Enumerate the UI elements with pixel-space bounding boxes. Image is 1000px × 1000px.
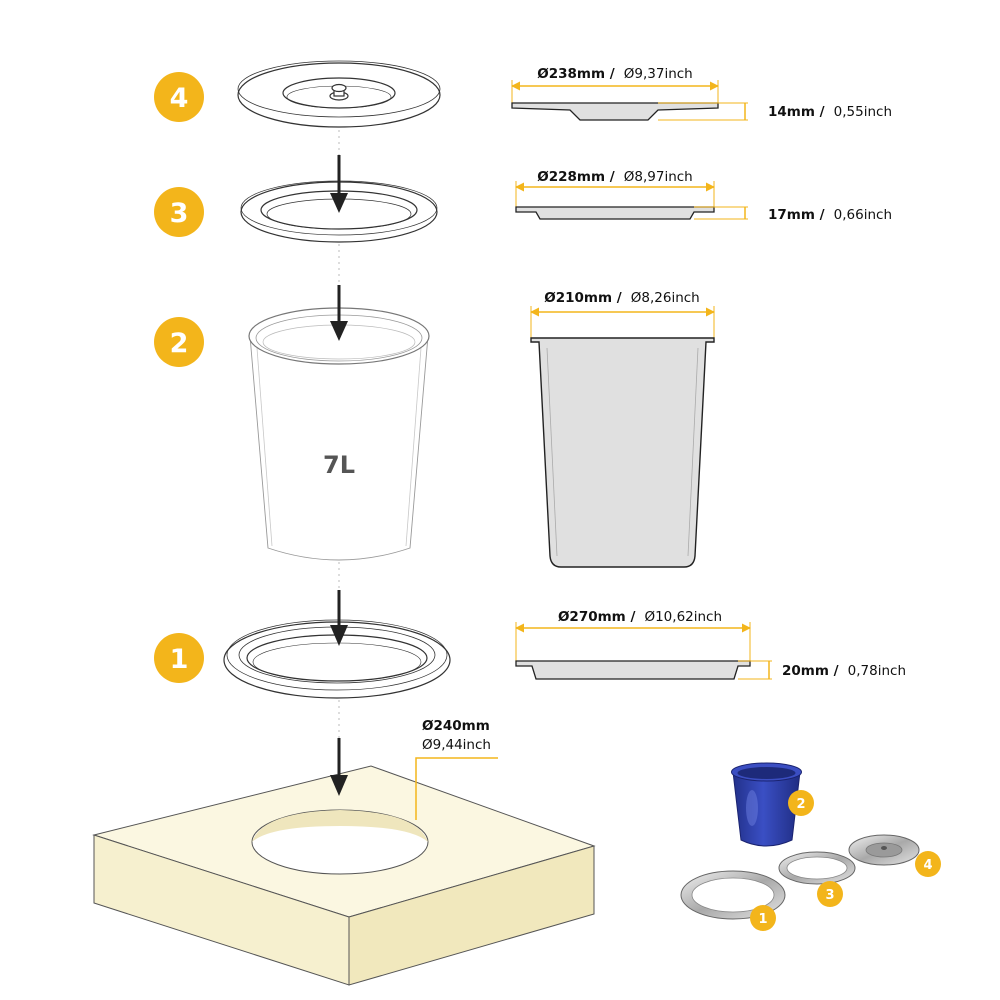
svg-text:2: 2 [796,797,805,812]
badge-4: 4 [154,72,204,122]
badge-1: 1 [154,633,204,683]
lid-image [848,834,920,866]
blue-bin-image [731,762,802,847]
ring-image [778,851,856,885]
bucket-diameter-label: Ø210mm / Ø8,26inch [544,287,700,306]
lid-drawing [237,60,441,128]
cutout-dimension: Ø240mm Ø9,44inch [415,718,498,820]
cutout-diameter-inch: Ø9,44inch [422,737,491,753]
lid-profile: Ø238mm / Ø9,37inch 14mm / 0,55inch [511,63,892,121]
capacity-label: 7L [323,451,355,479]
base-ring-profile: Ø270mm / Ø10,62inch 20mm / 0,78inch [515,606,906,680]
badge-3: 3 [154,187,204,237]
photo-badge-2: 2 [788,790,814,816]
photo-badge-1: 1 [750,905,776,931]
svg-text:3: 3 [170,198,189,229]
down-arrow-icon [330,590,348,646]
down-arrow-icon [330,155,348,213]
base-ring-height-label: 20mm / 0,78inch [782,660,906,679]
down-arrow-icon [330,285,348,341]
svg-text:4: 4 [923,858,932,873]
cutout-diameter-mm: Ø240mm [422,718,490,734]
badge-2: 2 [154,317,204,367]
product-photo: 1 2 3 4 [680,762,941,931]
bucket-profile: Ø210mm / Ø8,26inch [530,287,715,568]
base-ring-diameter-label: Ø270mm / Ø10,62inch [558,606,722,625]
lid-diameter-label: Ø238mm / Ø9,37inch [537,63,693,82]
svg-text:2: 2 [170,328,189,359]
bucket-drawing [248,307,430,561]
svg-text:3: 3 [825,888,834,903]
countertop-drawing [92,765,596,986]
ring-diameter-label: Ø228mm / Ø8,97inch [537,166,693,185]
base-ring-drawing [223,619,451,699]
photo-badge-3: 3 [817,881,843,907]
svg-text:1: 1 [170,644,189,675]
ring-height-label: 17mm / 0,66inch [768,204,892,223]
ring-profile: Ø228mm / Ø8,97inch 17mm / 0,66inch [515,166,892,223]
svg-text:4: 4 [170,83,189,114]
down-arrow-icon [330,738,348,796]
photo-badge-4: 4 [915,851,941,877]
svg-text:1: 1 [758,912,767,927]
lid-height-label: 14mm / 0,55inch [768,101,892,120]
